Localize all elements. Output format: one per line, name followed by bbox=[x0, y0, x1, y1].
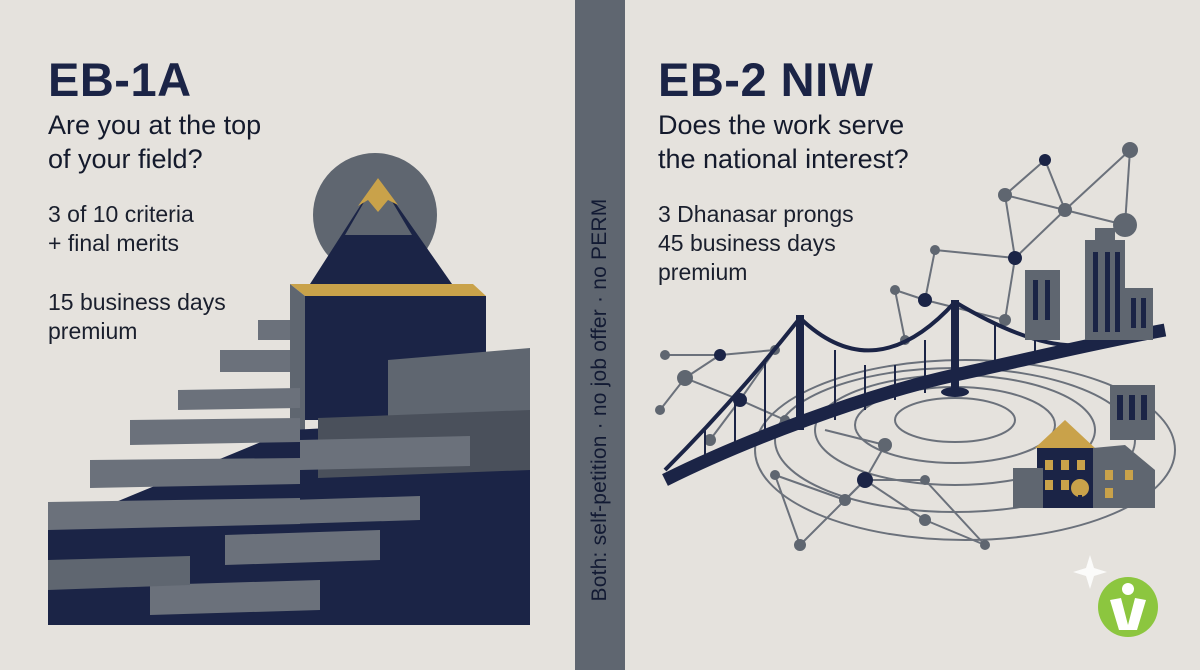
suspension-bridge bbox=[662, 300, 1167, 486]
eb2-niw-question-line2: the national interest? bbox=[658, 144, 909, 174]
center-divider bbox=[575, 0, 625, 670]
eb1a-timing-line2: premium bbox=[48, 318, 138, 344]
eb1a-question-line2: of your field? bbox=[48, 144, 203, 174]
eb1a-panel: EB-1A Are you at the top of your field? … bbox=[0, 0, 575, 670]
stairs-right-block bbox=[388, 348, 530, 430]
stairs-lower-steps bbox=[225, 530, 380, 565]
step-1 bbox=[258, 320, 290, 340]
step-5 bbox=[90, 458, 300, 488]
eb1a-title: EB-1A bbox=[48, 53, 192, 106]
eb2-niw-prongs-line3: premium bbox=[658, 259, 748, 285]
bridge-network-city-icon bbox=[655, 142, 1176, 637]
eb1a-question-line1: Are you at the top bbox=[48, 110, 262, 140]
mountain-peak bbox=[358, 178, 398, 212]
divider-label: Both: self-petition · no job offer · no … bbox=[588, 198, 611, 602]
city-skyline bbox=[1013, 228, 1155, 508]
step-6 bbox=[48, 498, 300, 530]
step-4 bbox=[130, 418, 300, 445]
eb2-niw-title: EB-2 NIW bbox=[658, 53, 874, 106]
eb2-niw-prongs-line1: 3 Dhanasar prongs bbox=[658, 201, 854, 227]
house-roof bbox=[1035, 420, 1095, 448]
gold-platform bbox=[290, 284, 486, 296]
step-3 bbox=[178, 388, 300, 410]
sparkle-icon bbox=[1073, 555, 1107, 589]
step-2 bbox=[220, 350, 290, 372]
eb1a-timing-line1: 15 business days bbox=[48, 289, 226, 315]
staircase-mountain-icon bbox=[48, 153, 530, 625]
eb2-niw-prongs-line2: 45 business days bbox=[658, 230, 836, 256]
eb1a-criteria-line1: 3 of 10 criteria bbox=[48, 201, 194, 227]
figure-logo-icon bbox=[1098, 577, 1158, 637]
eb2-niw-question-line1: Does the work serve bbox=[658, 110, 905, 140]
eb2-niw-panel: EB-2 NIW Does the work serve the nationa… bbox=[625, 0, 1200, 670]
eb1a-criteria-line2: + final merits bbox=[48, 230, 180, 256]
